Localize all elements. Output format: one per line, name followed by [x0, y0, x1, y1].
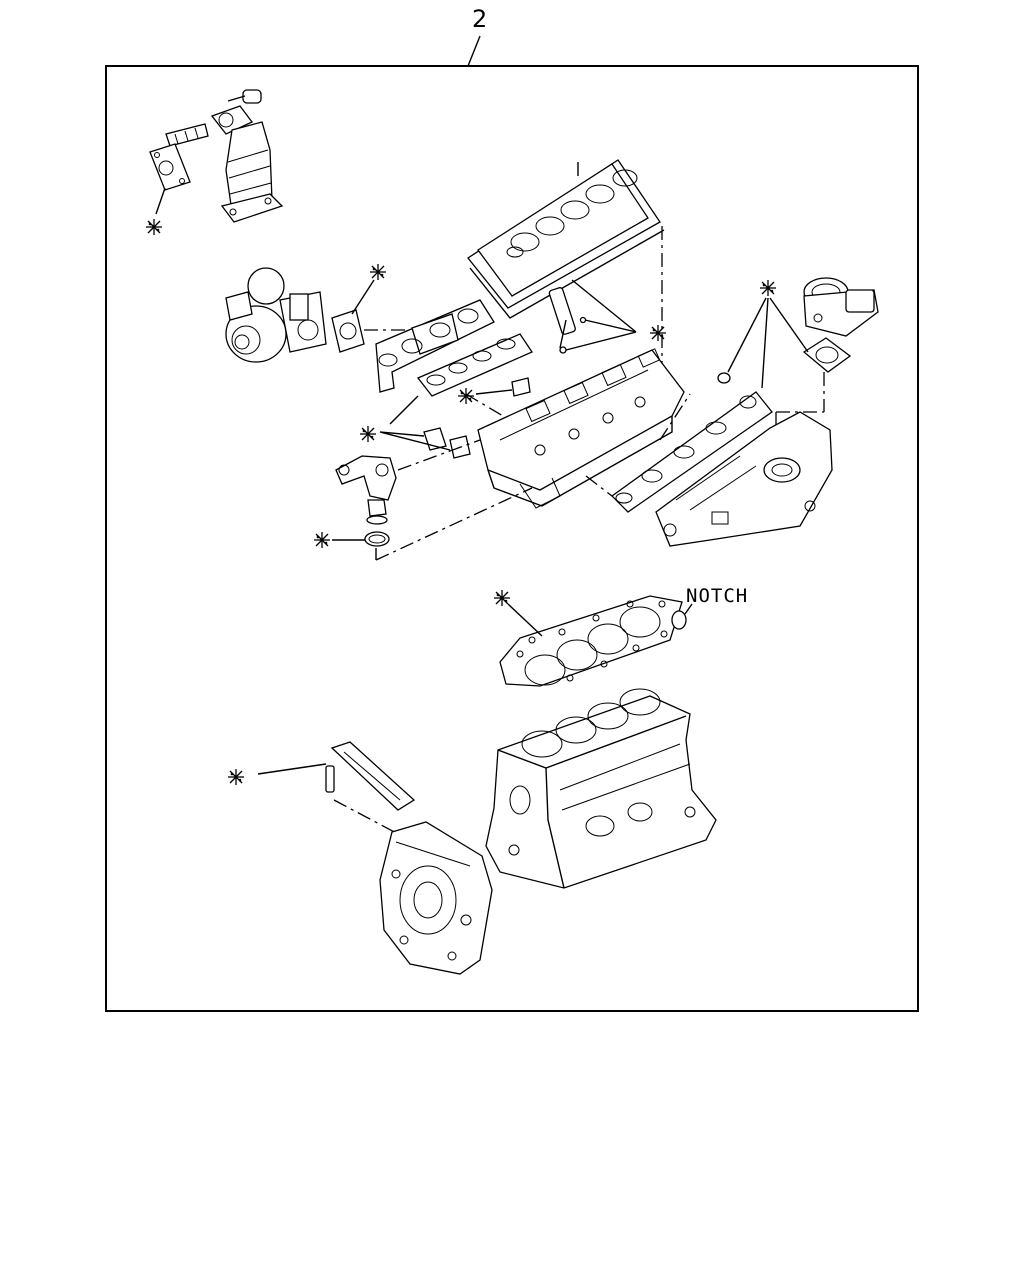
asterisk-icon	[494, 590, 510, 606]
thermostat-housing-icon	[335, 455, 397, 525]
leader-line	[389, 395, 419, 425]
asterisk-icon	[360, 426, 376, 442]
asterisk-icon	[760, 280, 776, 296]
intake-guide-line	[585, 475, 613, 497]
flange-gasket-icon	[611, 391, 773, 513]
flange-gasket-icon	[149, 143, 191, 215]
valve-cover-icon	[467, 159, 665, 319]
diagram-frame	[105, 65, 919, 1012]
exhaust-elbow-icon	[165, 89, 284, 223]
flange-gasket-icon	[416, 333, 533, 397]
intake-guide-line	[659, 393, 691, 441]
callout-leader	[467, 35, 481, 67]
cylinder-block-icon	[485, 688, 717, 889]
turbocharger-icon	[225, 267, 327, 363]
flange-gasket-icon	[257, 741, 416, 811]
cylinder-head-icon	[477, 348, 685, 509]
intake-manifold-icon	[655, 411, 833, 547]
asterisk-icon	[650, 325, 666, 341]
flange-gasket-icon	[475, 377, 531, 397]
manifold-guide-line	[465, 393, 521, 427]
asterisk-icon	[370, 264, 386, 280]
asterisk-icon	[146, 219, 162, 235]
front-cover-icon	[379, 821, 493, 975]
flange-gasket-icon	[379, 427, 471, 459]
head-gasket-icon	[499, 595, 693, 687]
flange-gasket-icon	[332, 487, 533, 561]
asterisk-icon	[458, 388, 474, 404]
flange-gasket-icon	[802, 337, 852, 373]
exhaust-manifold-icon	[375, 299, 495, 393]
callout-number: 2	[472, 5, 487, 33]
flange-gasket-icon	[331, 279, 375, 353]
leader-line	[727, 297, 809, 389]
notch-label: NOTCH	[686, 585, 748, 607]
flange-gasket-icon	[717, 372, 731, 384]
asterisk-icon	[228, 769, 244, 785]
throttle-body-icon	[803, 277, 879, 337]
front-cover-guide-line	[333, 799, 403, 837]
asterisk-icon	[314, 532, 330, 548]
injector-icon	[548, 279, 637, 354]
